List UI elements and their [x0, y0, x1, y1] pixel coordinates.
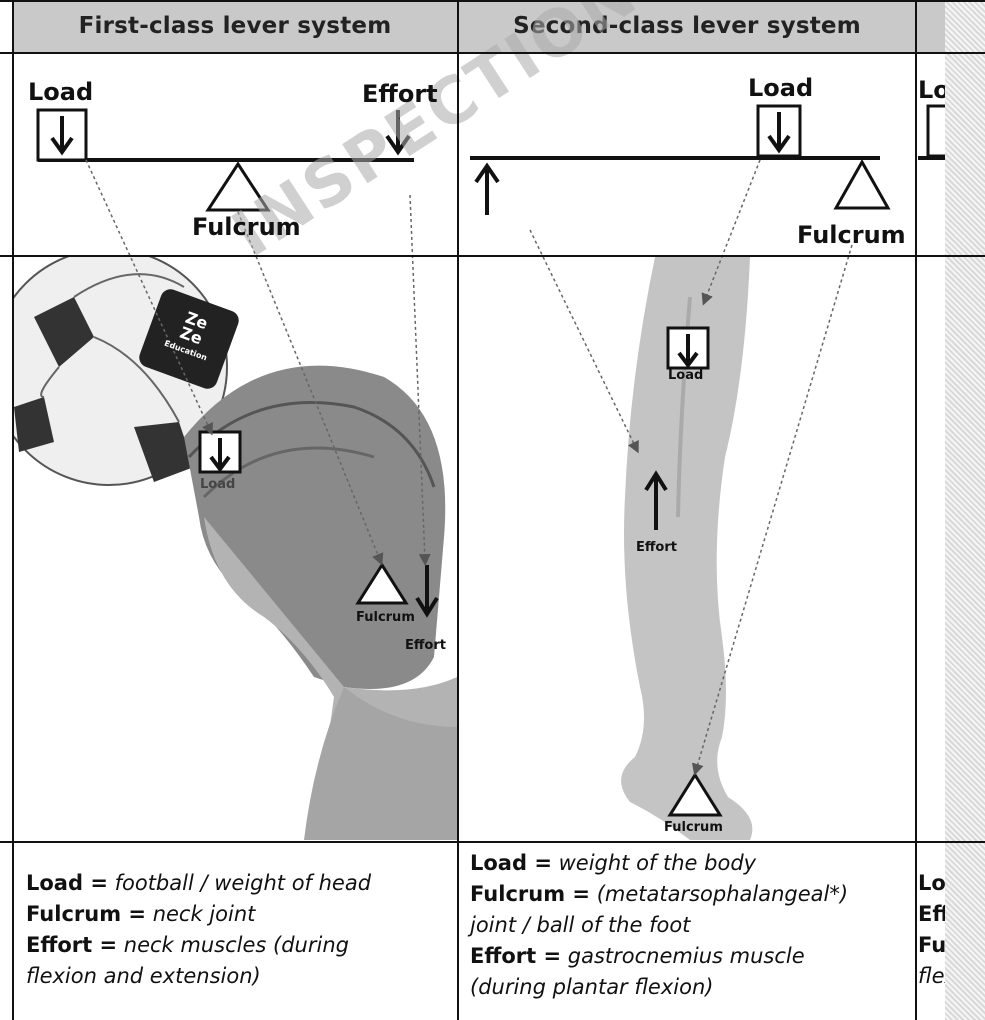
d1-fulcrum-label: Fulcrum — [192, 215, 301, 239]
desc2-effort-value: gastrocnemius muscle — [568, 944, 805, 968]
desc1-fulcrum-key: Fulcrum = — [26, 902, 146, 926]
d1-load-label: Load — [28, 80, 93, 104]
desc2-fulcrum-value: (metatarsophalangeal*) — [597, 882, 848, 906]
desc1-effort-key: Effort = — [26, 933, 117, 957]
second-class-lever-diagram — [470, 106, 888, 215]
desc1-effort-value-2: flexion and extension) — [26, 964, 261, 988]
grid-line-mid1 — [457, 0, 459, 1020]
desc1-load-key: Load = — [26, 871, 108, 895]
desc1-load-value: football / weight of head — [115, 871, 371, 895]
photo2-overlays — [646, 328, 720, 815]
desc3-line-4: flexi — [918, 964, 946, 988]
d2-fulcrum-label: Fulcrum — [797, 223, 906, 247]
grid-line-photo — [0, 841, 985, 843]
p1-fulcrum-label: Fulcrum — [356, 610, 415, 625]
p2-fulcrum-label: Fulcrum — [664, 820, 723, 835]
desc1-fulcrum-value: neck joint — [153, 902, 256, 926]
desc-third-class: Load Effo Fulc flexi — [918, 868, 946, 992]
grid-line-mid2 — [915, 0, 917, 1020]
desc3-line-3: Fulc — [918, 933, 946, 957]
desc2-load-key: Load = — [470, 851, 552, 875]
d3-load-label: Load — [918, 78, 946, 102]
p1-effort-label: Effort — [405, 638, 446, 653]
grid-line-left — [12, 0, 14, 1020]
desc2-load-value: weight of the body — [559, 851, 756, 875]
desc-first-class: Load = football / weight of head Fulcrum… — [26, 868, 451, 992]
p2-effort-label: Effort — [636, 540, 677, 555]
grid-line-diagram — [0, 255, 985, 257]
grid-line-header — [0, 52, 985, 54]
desc3-line-1: Load — [918, 871, 946, 895]
desc2-fulcrum-key: Fulcrum = — [470, 882, 590, 906]
right-edge-pattern — [945, 0, 985, 1020]
d3-load-clip: Load — [918, 78, 946, 102]
desc2-fulcrum-value-2: joint / ball of the foot — [470, 913, 690, 937]
desc3-line-2: Effo — [918, 902, 946, 926]
d1-effort-label: Effort — [362, 82, 438, 106]
d2-load-label: Load — [748, 76, 813, 100]
p1-load-label: Load — [200, 477, 235, 492]
desc2-effort-value-2: (during plantar flexion) — [470, 975, 713, 999]
desc2-effort-key: Effort = — [470, 944, 561, 968]
grid-line-top — [0, 0, 985, 2]
desc1-effort-value: neck muscles (during — [124, 933, 349, 957]
desc-second-class: Load = weight of the body Fulcrum = (met… — [470, 848, 910, 1003]
p2-load-label: Load — [668, 368, 703, 383]
